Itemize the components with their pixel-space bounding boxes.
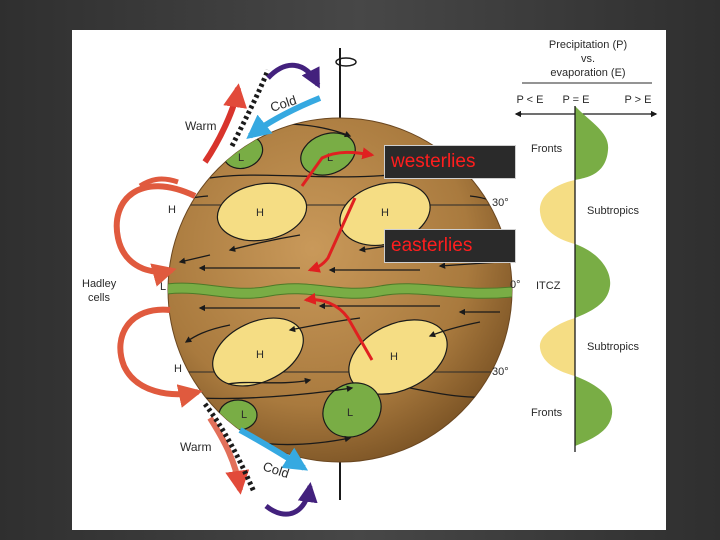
- zone-fronts-top: Fronts: [531, 143, 563, 155]
- lat-30n-label: 30°: [492, 197, 509, 209]
- zone-itcz: ITCZ: [536, 280, 561, 292]
- cold-front-top: [246, 95, 322, 139]
- globe: [167, 117, 513, 463]
- zone-subtropics-north: Subtropics: [587, 205, 639, 217]
- low-south-left-label: L: [241, 409, 247, 421]
- pe-axis-less: P < E: [516, 94, 543, 106]
- polar-front-bottom: [203, 402, 257, 494]
- precipitation-evaporation-panel: Precipitation (P) vs. evaporation (E) P …: [514, 39, 658, 452]
- easterlies-arrow-south: [303, 292, 374, 361]
- warm-front-top: [202, 83, 248, 164]
- zone-subtropics-south: Subtropics: [587, 341, 639, 353]
- hadley-label-line2: cells: [88, 292, 111, 304]
- h-north-edge-label: H: [168, 204, 176, 216]
- westerlies-arrow: [300, 147, 375, 187]
- pe-axis-greater: P > E: [624, 94, 651, 106]
- polar-front-top: [229, 69, 271, 148]
- high-north-right-label: H: [381, 207, 389, 219]
- hadley-cell-north: [113, 183, 197, 287]
- hadley-cell-north-return: [138, 176, 179, 189]
- zone-fronts-bottom: Fronts: [531, 407, 563, 419]
- low-north-left-label: L: [238, 152, 244, 164]
- high-south-left-label: H: [256, 349, 264, 361]
- easterlies-arrow-north: [307, 197, 357, 273]
- low-north-right-label: L: [327, 152, 333, 164]
- pe-title-line2: vs.: [581, 53, 595, 65]
- warm-label-top: Warm: [185, 119, 217, 133]
- lat-30s-label: 30°: [492, 366, 509, 378]
- high-north-left-label: H: [256, 207, 264, 219]
- low-south-right-label: L: [347, 407, 353, 419]
- pe-axis-equal: P = E: [562, 94, 589, 106]
- warm-front-bottom: [207, 416, 250, 495]
- high-south-right-label: H: [390, 351, 398, 363]
- rotation-indicator: [335, 57, 357, 67]
- itcz-band: [168, 282, 512, 299]
- low-pressure-south-left: [218, 399, 258, 431]
- polar-cell-top: [266, 62, 321, 89]
- equator-label: 0°: [510, 279, 521, 291]
- pe-title-line1: Precipitation (P): [549, 39, 627, 51]
- h-south-edge-label: H: [174, 363, 182, 375]
- polar-cell-bottom: [264, 482, 318, 517]
- warm-label-bottom: Warm: [180, 440, 212, 454]
- high-pressure-south-left: [212, 317, 304, 387]
- low-pressure-south-right: [322, 382, 382, 438]
- cold-label-bottom: Cold: [261, 459, 291, 482]
- high-pressure-south-right: [348, 319, 448, 395]
- easterlies-callout: easterlies: [384, 229, 516, 263]
- westerlies-callout: westerlies: [384, 145, 516, 179]
- hadley-label-line1: Hadley: [82, 278, 117, 290]
- l-equator-label: L: [160, 281, 166, 293]
- cold-front-bottom: [238, 427, 309, 471]
- pe-title-line3: evaporation (E): [550, 67, 625, 79]
- hadley-cell-south: [117, 306, 203, 408]
- high-pressure-north-left: [216, 182, 308, 242]
